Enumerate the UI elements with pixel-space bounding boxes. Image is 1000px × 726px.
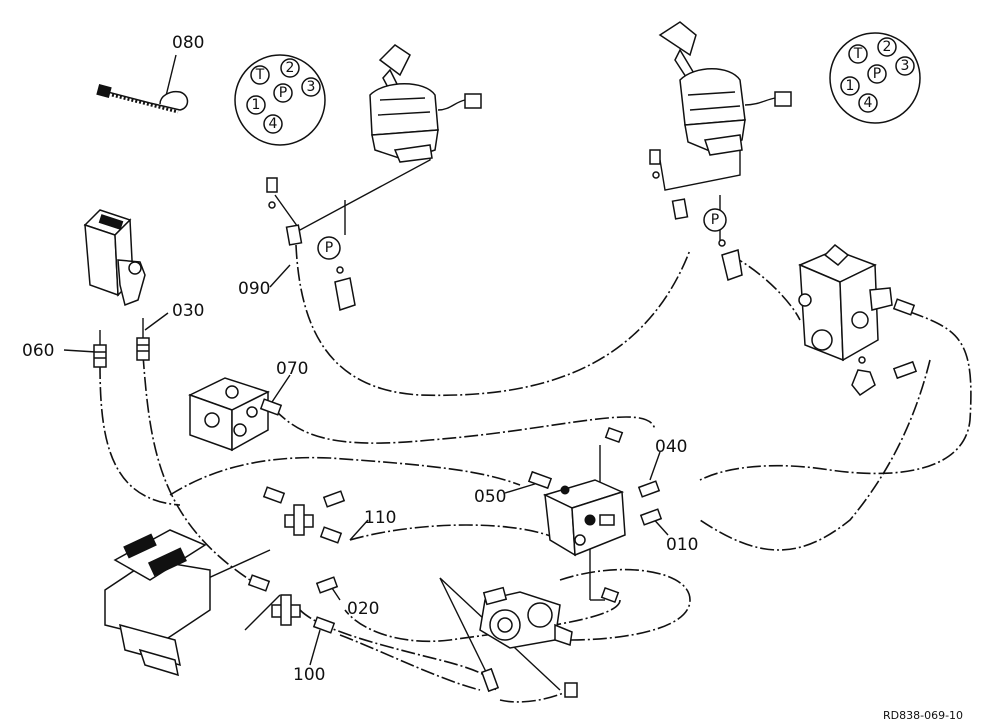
- port-3-label: 3: [307, 79, 316, 95]
- hose-lines: [99, 244, 972, 703]
- port-2-label: 2: [286, 60, 295, 76]
- part-number-030: 030: [172, 301, 204, 321]
- part-number-080: 080: [172, 33, 204, 53]
- valve-block: [188, 377, 283, 452]
- pressure-port-label: P: [711, 212, 719, 228]
- port-disc-right: T 2 1 P 3 4: [829, 32, 921, 124]
- center-manifold: [542, 426, 626, 604]
- pressure-port-label: P: [325, 240, 333, 256]
- port-2-label: 2: [883, 39, 892, 55]
- solenoid-valve: [479, 586, 578, 698]
- port-1-label: 1: [252, 97, 261, 113]
- part-number-100: 100: [293, 665, 325, 685]
- foot-pedal: [104, 529, 211, 677]
- joystick-left: [369, 44, 482, 163]
- part-number-060: 060: [22, 341, 54, 361]
- part-number-070: 070: [276, 359, 308, 379]
- part-number-020: 020: [347, 599, 379, 619]
- part-number-040: 040: [655, 437, 687, 457]
- part-number-010: 010: [666, 535, 698, 555]
- port-p-label: P: [279, 85, 287, 101]
- port-3-label: 3: [901, 58, 910, 74]
- pedal-switch: [83, 209, 146, 307]
- port-1-label: 1: [846, 78, 855, 94]
- pressure-port-left: P: [317, 236, 344, 274]
- port-4-label: 4: [864, 95, 873, 111]
- port-4-label: 4: [269, 116, 278, 132]
- part-number-050: 050: [474, 487, 506, 507]
- joystick-fittings: [266, 149, 743, 311]
- cable-tie-part: [96, 84, 189, 114]
- part-number-110: 110: [364, 508, 396, 528]
- port-p-label: P: [873, 66, 881, 82]
- port-disc-left: T 2 1 P 3 4: [234, 54, 326, 146]
- hose-ends-left: [93, 318, 150, 368]
- port-t-label: T: [853, 46, 863, 62]
- tee-fittings: [247, 486, 346, 634]
- control-valve: [798, 244, 918, 397]
- joystick-right: [658, 21, 792, 156]
- diagram-reference-code: RD838-069-10: [883, 709, 963, 722]
- pressure-port-right: P: [703, 208, 727, 247]
- port-t-label: T: [255, 67, 265, 83]
- part-number-090: 090: [238, 279, 270, 299]
- manifold-fittings: [527, 470, 663, 526]
